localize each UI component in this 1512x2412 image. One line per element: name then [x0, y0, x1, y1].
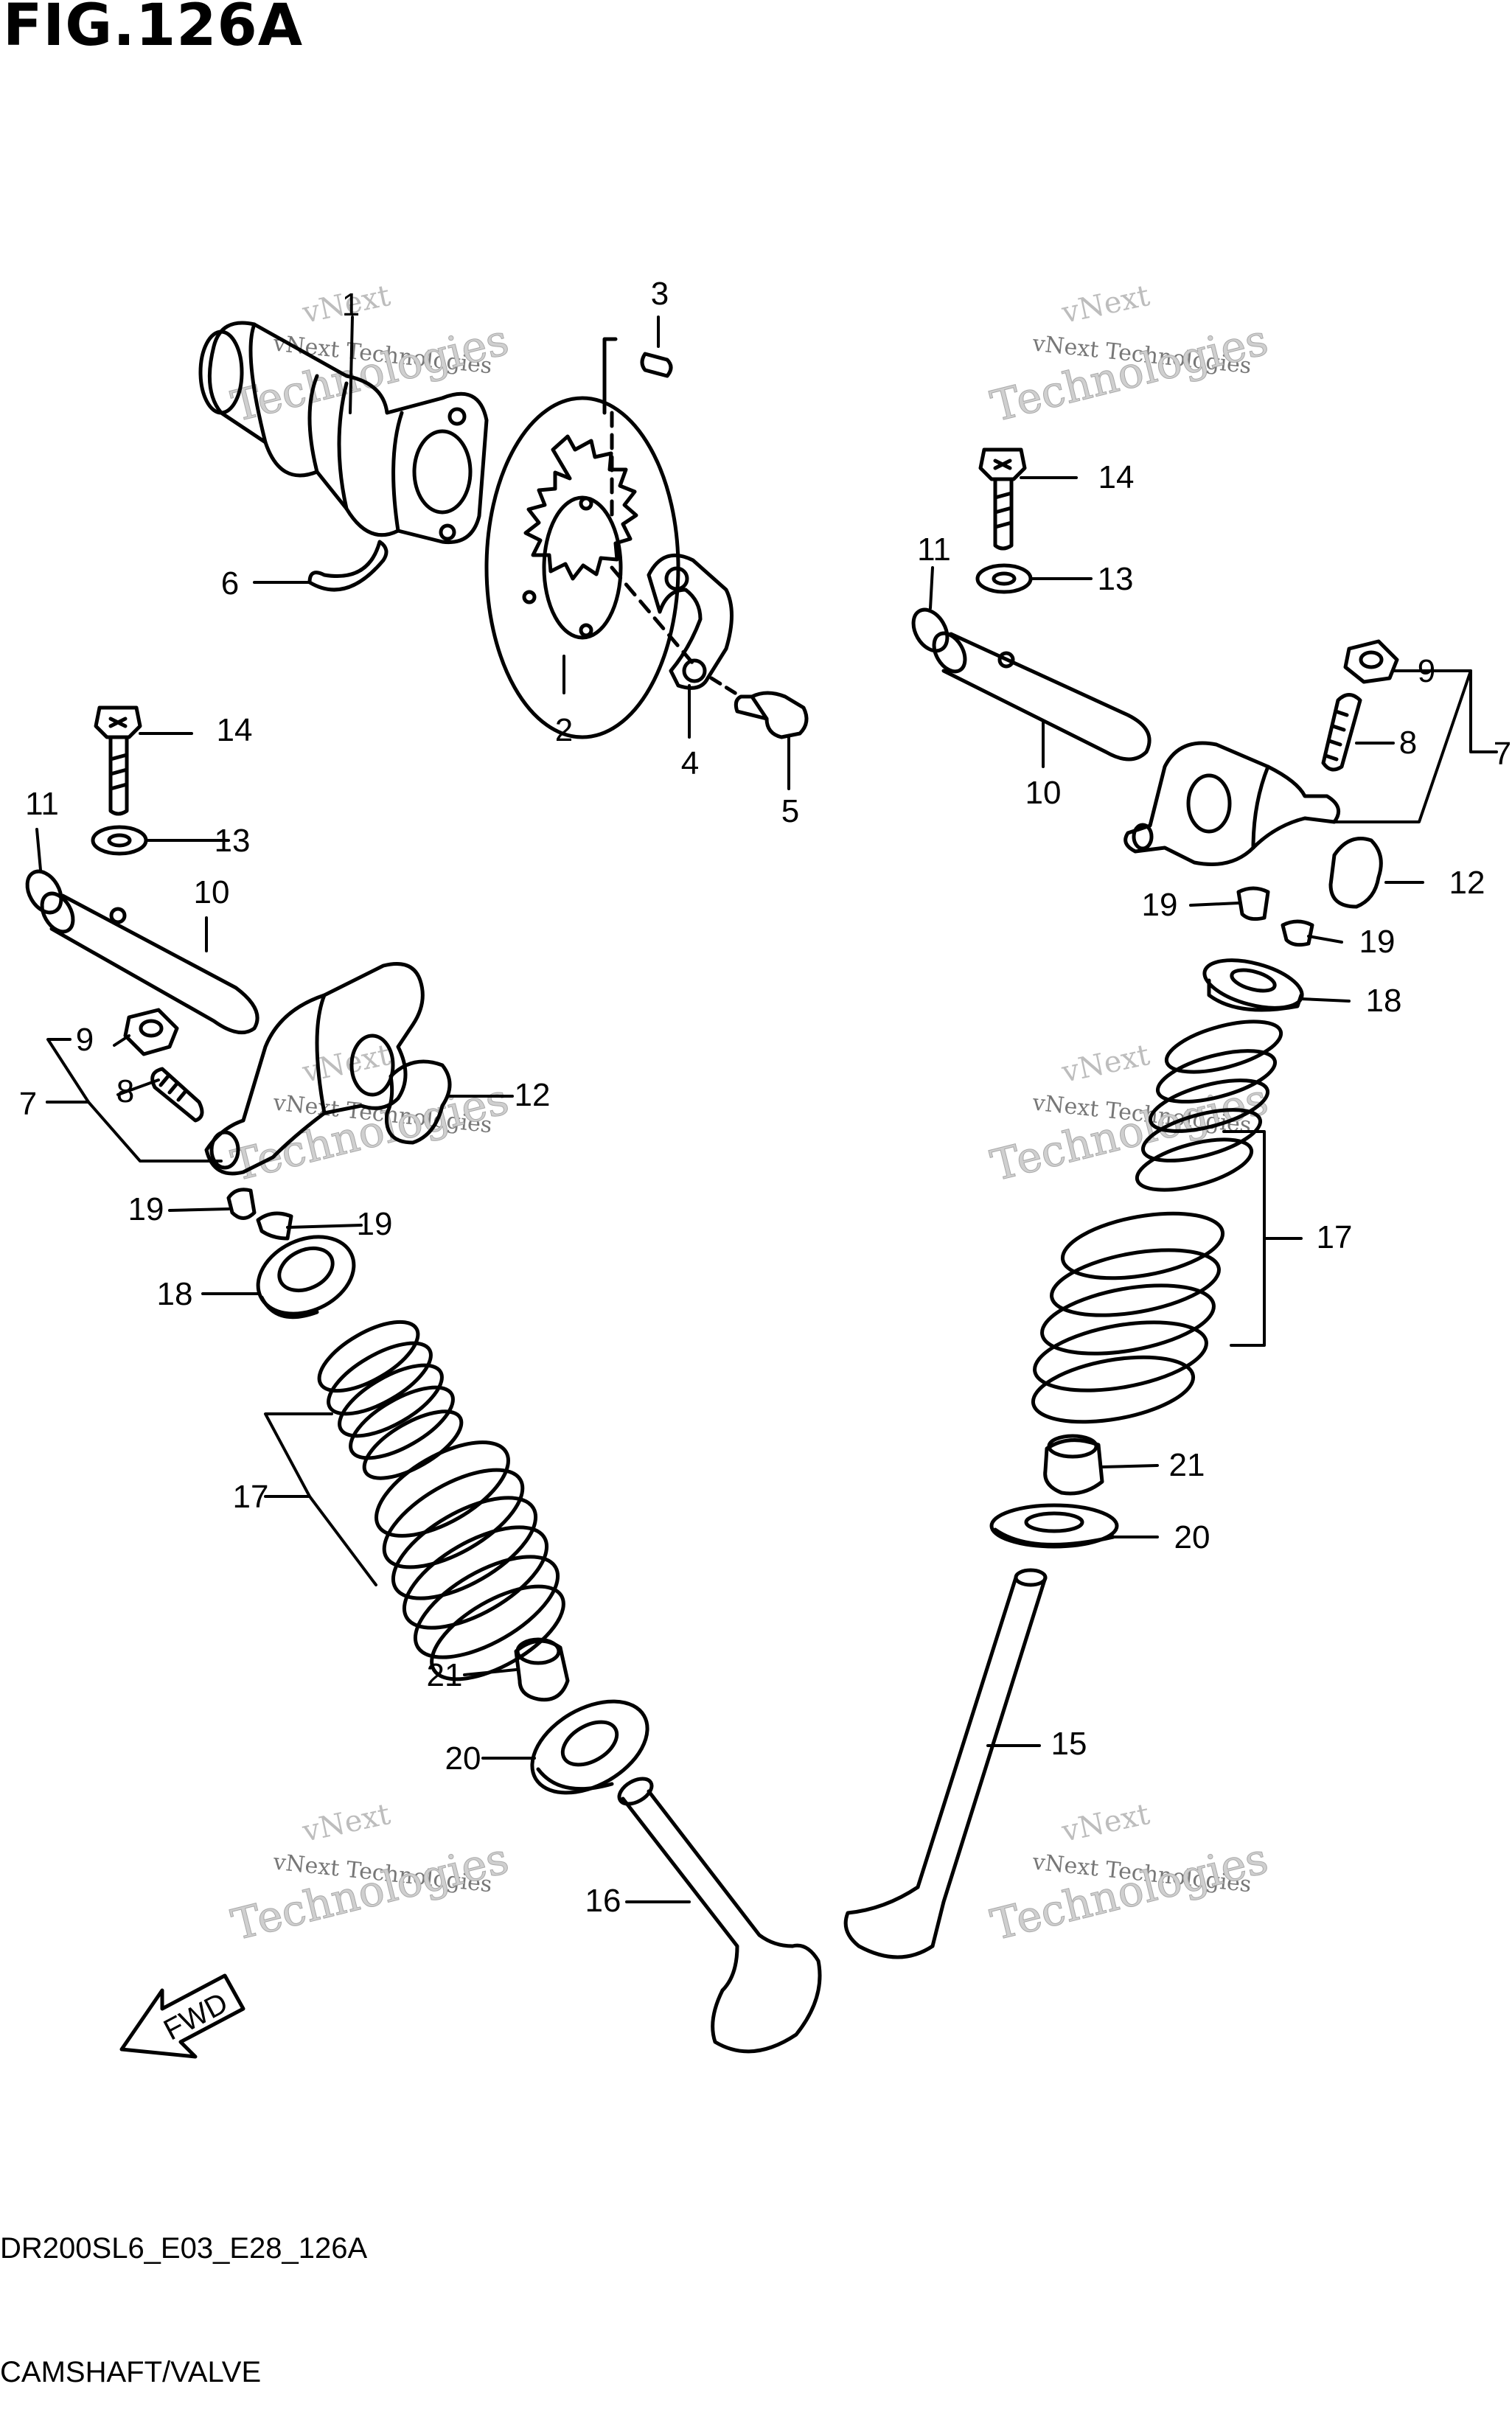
valve-cotter-right [1281, 919, 1314, 947]
washer-left [91, 825, 148, 856]
valve-spring-inner-right [1135, 1019, 1283, 1192]
callout-15: 15 [1051, 1726, 1087, 1762]
callout-19-right-b: 19 [1359, 924, 1396, 960]
callout-9-left: 9 [76, 1022, 94, 1058]
diagram-subtitle: CAMSHAFT/VALVE [0, 2356, 262, 2388]
exhaust-valve [843, 1568, 1048, 1959]
washer-right [975, 563, 1033, 594]
callout-13-right: 13 [1098, 561, 1134, 597]
callout-16: 16 [585, 1883, 621, 1919]
callout-19-left-b: 19 [357, 1206, 393, 1242]
callout-5: 5 [781, 793, 799, 829]
adjust-nut-left [123, 1008, 179, 1056]
callout-17-left: 17 [233, 1479, 269, 1515]
callout-7-left: 7 [19, 1086, 37, 1122]
callout-10-left: 10 [194, 874, 230, 910]
callout-1: 1 [342, 287, 360, 323]
fwd-label: FWD [158, 1987, 233, 2047]
callout-14-left: 14 [217, 712, 253, 748]
valve-spring-inner-left [317, 1320, 464, 1480]
callout-2: 2 [555, 712, 573, 748]
cam-circlip [307, 540, 389, 592]
rocker-bolt-right [978, 447, 1027, 551]
valve-stem-seal-right [1043, 1434, 1104, 1496]
spring-seat-right [989, 1503, 1119, 1549]
callout-7-right: 7 [1494, 736, 1511, 772]
adjust-nut-right [1343, 639, 1399, 684]
callout-20-left: 20 [445, 1740, 481, 1777]
callout-12-right: 12 [1449, 865, 1485, 901]
callout-12-left: 12 [515, 1077, 551, 1113]
gasket-left [384, 1059, 452, 1145]
callout-13-left: 13 [215, 823, 251, 859]
valve-cotter-left [256, 1211, 293, 1241]
gasket-right [1328, 837, 1383, 909]
o-ring-left [25, 869, 63, 915]
callout-21-right: 21 [1169, 1447, 1205, 1483]
callout-3: 3 [651, 276, 669, 312]
spring-retainer-left [256, 1235, 356, 1320]
callout-18-right: 18 [1366, 983, 1402, 1019]
callout-19-right-a: 19 [1142, 887, 1178, 923]
callout-21-left: 21 [427, 1657, 463, 1693]
valve-spring-outer-right [1031, 1211, 1225, 1424]
sprocket-plate [647, 553, 734, 690]
dowel-pin [602, 337, 673, 518]
callout-6: 6 [221, 565, 239, 602]
callout-8-right: 8 [1399, 725, 1417, 761]
rocker-arm-right [1123, 741, 1341, 866]
diagram-code: DR200SL6_E03_E28_126A [0, 2232, 368, 2265]
callout-8-left: 8 [116, 1073, 134, 1109]
callout-11-left: 11 [25, 786, 59, 822]
valve-stem-seal-left [514, 1637, 570, 1702]
valve-spring-outer-left [374, 1440, 565, 1681]
callout-20-right: 20 [1174, 1519, 1210, 1555]
valve-cotter-right [1236, 886, 1270, 921]
rocker-shaft-right [932, 631, 1152, 761]
spring-seat-left [530, 1699, 649, 1795]
adjust-screw-left [150, 1067, 204, 1123]
spring-retainer-right [1202, 958, 1304, 1012]
callout-9-right: 9 [1418, 653, 1435, 689]
callout-18-left: 18 [157, 1276, 193, 1312]
callout-4: 4 [681, 745, 699, 781]
rocker-bolt-left [94, 705, 142, 816]
callout-14-right: 14 [1098, 459, 1135, 495]
cam-sprocket [484, 396, 680, 739]
page-title: FIG.126A [3, 0, 304, 59]
adjust-screw-right [1321, 693, 1362, 772]
o-ring-right [911, 607, 950, 653]
callout-10-right: 10 [1025, 775, 1062, 811]
callout-19-left-a: 19 [128, 1191, 164, 1227]
callout-11-right: 11 [917, 531, 951, 568]
camshaft [198, 321, 489, 545]
fwd-arrow-icon [119, 1973, 245, 2059]
leader-lines [35, 316, 1498, 1903]
callout-17-right: 17 [1317, 1219, 1353, 1255]
rocker-shaft-left [40, 891, 259, 1035]
sprocket-bolt [709, 676, 809, 739]
intake-valve [617, 1777, 822, 2054]
rocker-arm-left [204, 962, 425, 1176]
valve-cotter-left [226, 1188, 257, 1220]
